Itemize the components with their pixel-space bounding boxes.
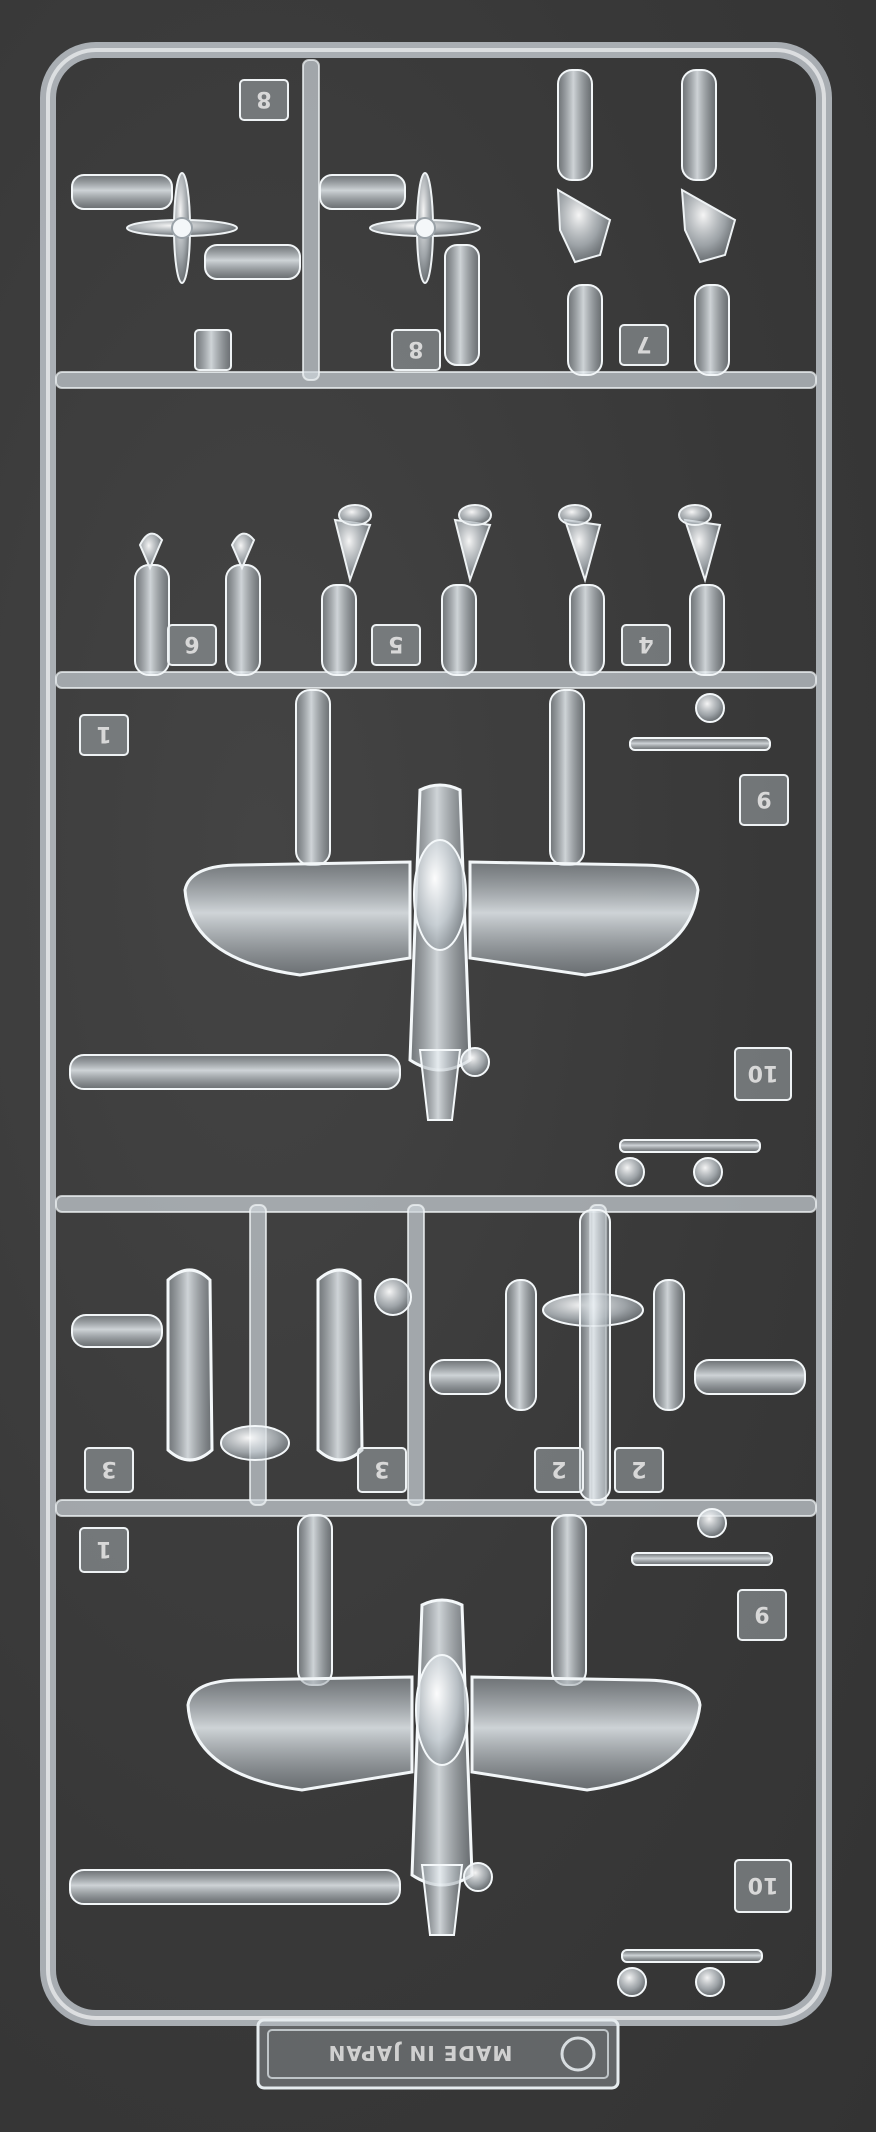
svg-text:2: 2 (631, 1456, 646, 1481)
propeller-parts (71, 172, 481, 371)
part-tag: 10 (734, 1047, 792, 1101)
part-tag: 6 (167, 624, 217, 666)
svg-text:6: 6 (184, 631, 199, 656)
top-right-parts (556, 69, 737, 376)
part-tag: 5 (371, 624, 421, 666)
part-tag: 3 (357, 1447, 407, 1493)
part-tag: 2 (614, 1447, 664, 1493)
stem-parts-row (134, 504, 725, 676)
part-tag: 3 (84, 1447, 134, 1493)
part-tag: 8 (239, 79, 289, 121)
part-tag: 9 (739, 774, 789, 826)
part-tag: 8 (391, 329, 441, 371)
part-tag: 10 (734, 1859, 792, 1913)
airplane-part-upper (69, 689, 771, 1187)
middle-parts (71, 1209, 806, 1501)
svg-text:4: 4 (638, 631, 653, 656)
part-tag: 4 (621, 624, 671, 666)
svg-text:1: 1 (96, 721, 111, 746)
svg-text:10: 10 (748, 1872, 779, 1897)
svg-text:3: 3 (374, 1456, 389, 1481)
part-tag: 1 (79, 1527, 129, 1573)
part-tag: 1 (79, 714, 129, 756)
sprue-frame (40, 42, 832, 2026)
maker-logo-icon (560, 2036, 596, 2072)
svg-text:5: 5 (388, 631, 403, 656)
svg-text:3: 3 (101, 1456, 116, 1481)
svg-text:2: 2 (551, 1456, 566, 1481)
manufacturer-stamp: MADE IN JAPAN (256, 2018, 620, 2090)
svg-text:MADE IN JAPAN: MADE IN JAPAN (328, 2041, 513, 2065)
part-tag: 7 (619, 324, 669, 366)
part-number-tags: 8 8 7 6 5 4 1 9 (79, 79, 792, 1913)
horizontal-runners (55, 371, 817, 1517)
airplane-part-lower (69, 1508, 773, 1997)
svg-text:9: 9 (754, 1601, 769, 1626)
part-tag: 2 (534, 1447, 584, 1493)
svg-text:8: 8 (256, 86, 271, 111)
svg-text:9: 9 (756, 786, 771, 811)
svg-text:10: 10 (748, 1060, 779, 1085)
part-tag: 9 (737, 1589, 787, 1641)
svg-text:1: 1 (96, 1536, 111, 1561)
svg-text:8: 8 (408, 336, 423, 361)
svg-text:7: 7 (636, 331, 651, 356)
